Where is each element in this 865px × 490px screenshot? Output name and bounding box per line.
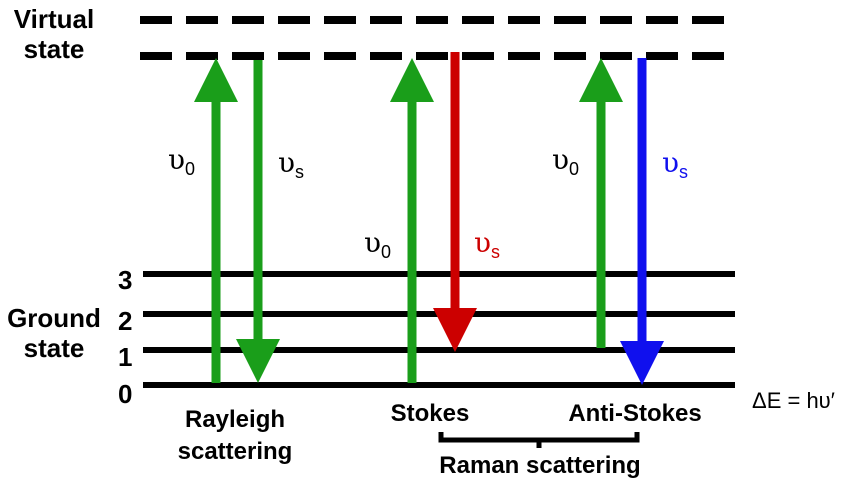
rayleigh-caption-line2: scattering [177,438,293,465]
rayleigh-emission-symbol: υ [278,146,296,179]
rayleigh-caption-line1: Rayleigh [184,406,286,433]
anti-stokes-caption: Anti-Stokes [568,400,702,427]
delta-e-label: ΔE = hυ′ [752,388,835,413]
rayleigh-excitation-sub: 0 [185,159,196,179]
rayleigh-caption: Rayleigh scattering [160,404,310,468]
ground-state-label: Ground state [0,303,108,363]
anti-stokes-excitation-label: υ0 [552,143,579,180]
anti-stokes-excitation-symbol: υ [552,143,570,176]
stokes-emission-sub: s [491,242,501,262]
rayleigh-emission-label: υs [278,146,304,183]
rayleigh-emission-sub: s [295,162,305,182]
anti-stokes-emission-sub: s [679,162,689,182]
level-number-3: 3 [118,265,133,295]
virtual-state-label-line1: Virtual [13,4,95,34]
stokes-emission-symbol: υ [474,226,492,259]
stokes-excitation-arrow [390,58,434,383]
stokes-excitation-sub: 0 [381,242,392,262]
anti-stokes-excitation-sub: 0 [569,159,580,179]
anti-stokes-emission-symbol: υ [662,146,680,179]
rayleigh-excitation-arrow [194,58,238,383]
virtual-state-label-line2: state [23,34,85,64]
raman-caption: Raman scattering [439,452,641,479]
raman-bracket [438,432,640,448]
anti-stokes-excitation-arrow [579,58,623,348]
ground-state-label-line1: Ground [7,303,101,333]
anti-stokes-emission-arrow [620,58,664,385]
stokes-excitation-symbol: υ [364,226,382,259]
rayleigh-emission-arrow [236,60,280,383]
rayleigh-excitation-symbol: υ [168,143,186,176]
anti-stokes-emission-label: υs [662,146,688,183]
stokes-emission-arrow [433,52,477,352]
level-number-2: 2 [118,306,133,336]
stokes-emission-label: υs [474,226,500,263]
stokes-excitation-label: υ0 [364,226,391,263]
stokes-caption: Stokes [390,400,470,427]
virtual-state-label: Virtual state [2,4,106,64]
ground-state-label-line2: state [23,333,85,363]
rayleigh-excitation-label: υ0 [168,143,195,180]
level-number-1: 1 [118,342,133,372]
level-number-0: 0 [118,379,133,409]
